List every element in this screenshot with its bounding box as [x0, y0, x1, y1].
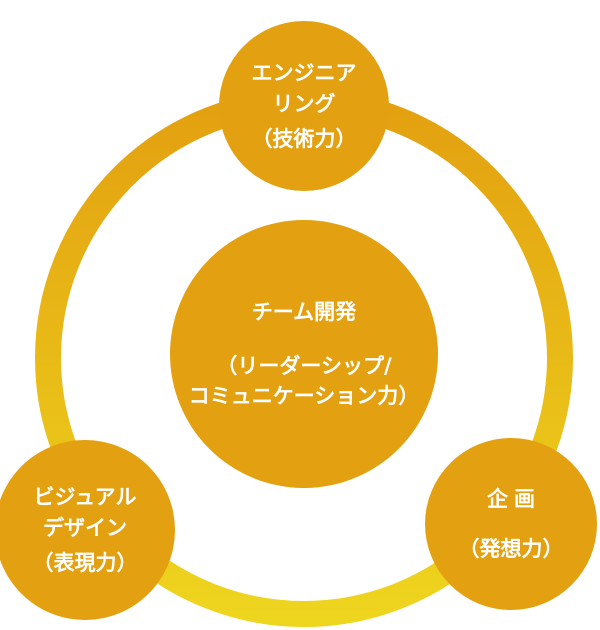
node-planning: 企画 （発想力） — [425, 438, 597, 610]
node-engineering-line-1: エンジニア — [251, 60, 357, 85]
node-visual-design-sub: （表現力） — [32, 550, 138, 575]
node-engineering-sub: （技術力） — [251, 126, 357, 151]
node-planning-title: 企画 — [487, 487, 541, 511]
node-team-development: チーム開発 （リーダーシップ/ コミュニケーション力） — [170, 220, 438, 488]
node-visual-design-line-2: デザイン — [43, 515, 127, 540]
node-visual-design: ビジュアル デザイン （表現力） — [0, 440, 175, 620]
node-team-development-line-1: （リーダーシップ/ — [216, 354, 392, 378]
node-team-development-title: チーム開発 — [251, 300, 357, 324]
node-engineering: エンジニア リング （技術力） — [219, 21, 389, 191]
node-planning-sub: （発想力） — [458, 537, 564, 561]
node-visual-design-line-1: ビジュアル — [33, 484, 137, 509]
node-engineering-line-2: リング — [272, 91, 336, 116]
node-team-development-line-2: コミュニケーション力） — [188, 384, 420, 408]
